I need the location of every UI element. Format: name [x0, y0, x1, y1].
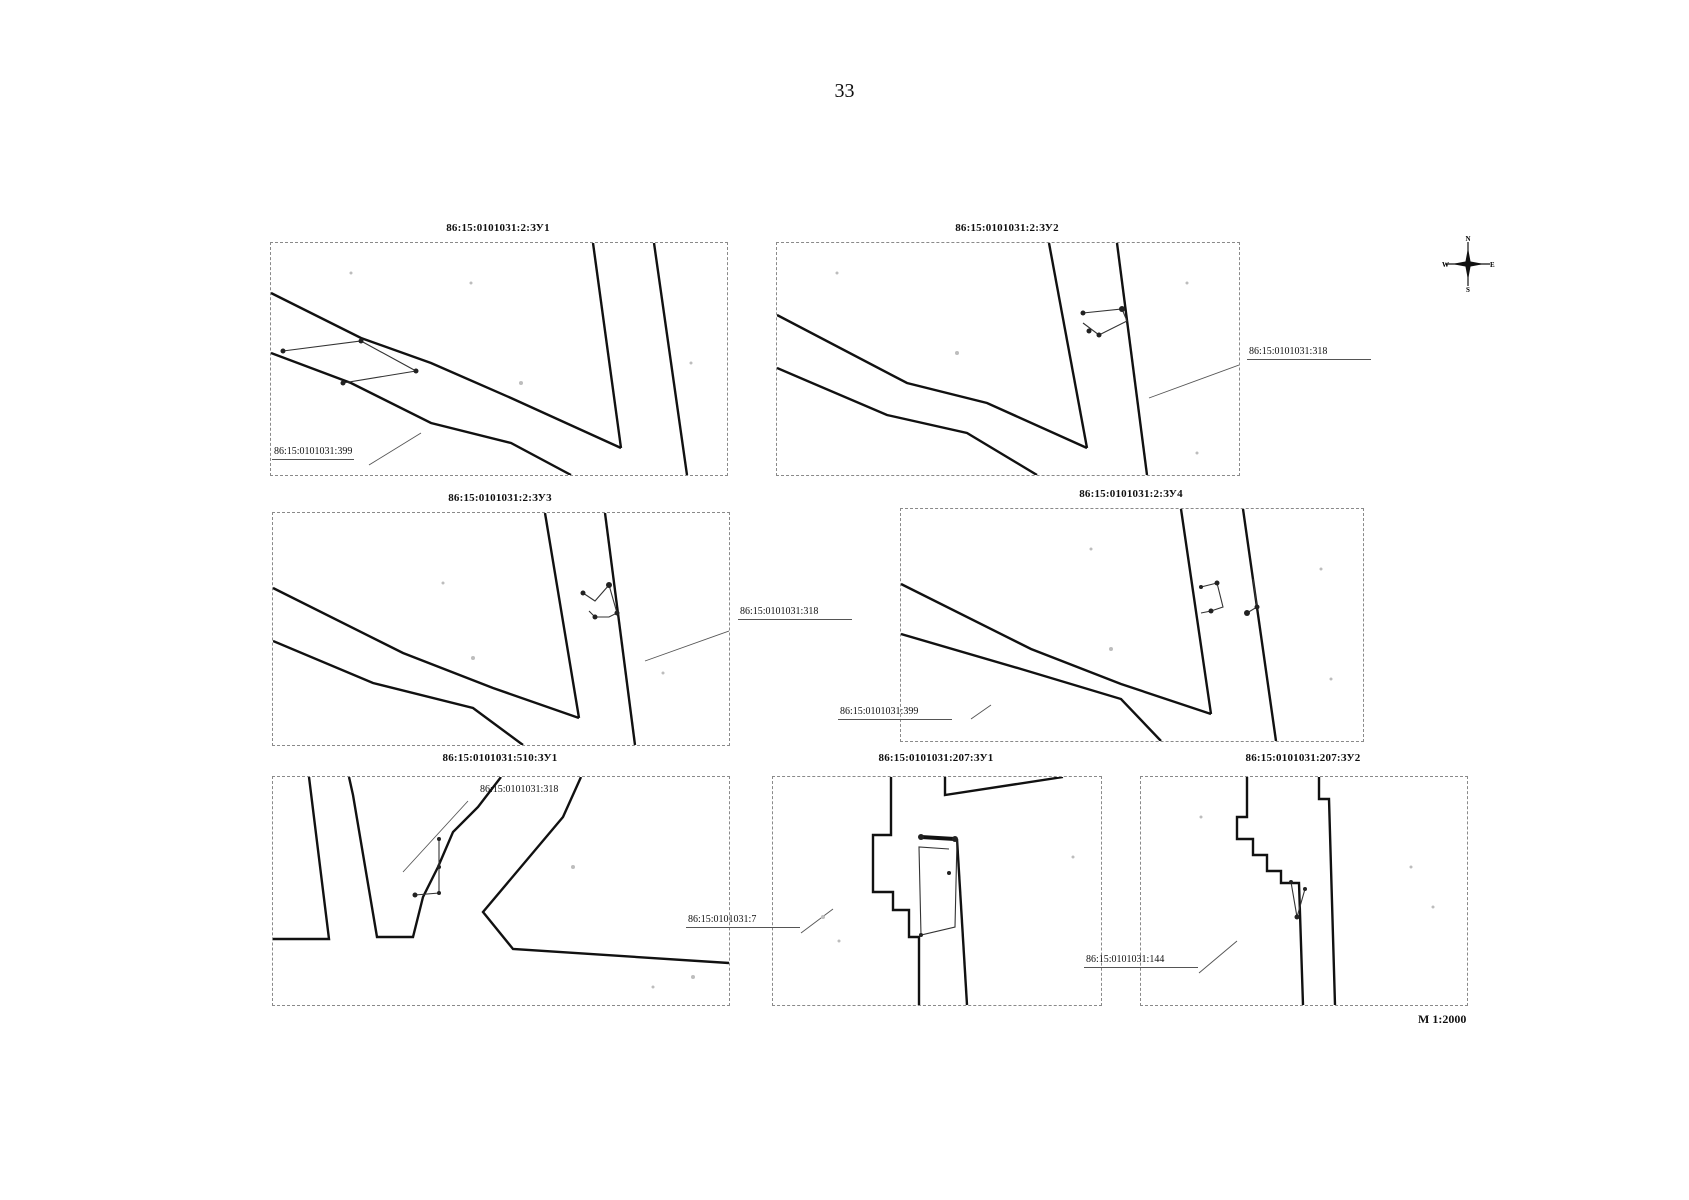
map-drawing-5 [273, 777, 729, 989]
map-panel-3 [272, 512, 730, 746]
map-drawing-6 [800, 777, 1075, 1005]
panel-title-6: 86:15:0101031:207:ЗУ1 [878, 752, 994, 764]
panel-title-2: 86:15:0101031:2:ЗУ2 [955, 222, 1059, 234]
map-drawing-3 [273, 513, 729, 745]
compass-n: N [1465, 236, 1470, 243]
map-panel-5 [272, 776, 730, 1006]
panel-title-1: 86:15:0101031:2:ЗУ1 [446, 222, 550, 234]
compass-w: W [1442, 261, 1449, 269]
panel-title-4: 86:15:0101031:2:ЗУ4 [1079, 488, 1183, 500]
map-drawing-1 [271, 243, 693, 475]
compass-rose-icon: N S W E [1440, 235, 1496, 294]
map-panel-6 [772, 776, 1102, 1006]
parcel-callout-7: 86:15:0101031:7 [686, 914, 800, 928]
map-panel-4 [900, 508, 1364, 742]
map-drawing-4 [901, 509, 1333, 741]
map-scale-label: M 1:2000 [1418, 1012, 1467, 1026]
parcel-callout-318: 86:15:0101031:318 [1247, 346, 1371, 360]
parcel-callout-399: 86:15:0101031:399 [838, 706, 952, 720]
panel-title-5: 86:15:0101031:510:ЗУ1 [442, 752, 558, 764]
map-drawing-2 [777, 243, 1239, 475]
parcel-callout-399: 86:15:0101031:399 [272, 446, 355, 460]
map-drawing-7 [1198, 777, 1435, 1005]
panel-title-3: 86:15:0101031:2:ЗУ3 [448, 492, 552, 504]
compass-e: E [1490, 261, 1495, 269]
parcel-callout-318: 86:15:0101031:318 [738, 606, 852, 620]
page-number: 33 [834, 80, 855, 102]
parcel-callout-144: 86:15:0101031:144 [1084, 954, 1198, 968]
map-panel-1 [270, 242, 728, 476]
compass-s: S [1466, 286, 1470, 292]
parcel-callout-318: 86:15:0101031:318 [480, 784, 559, 795]
panel-title-7: 86:15:0101031:207:ЗУ2 [1245, 752, 1361, 764]
map-panel-7 [1140, 776, 1468, 1006]
map-panel-2 [776, 242, 1240, 476]
